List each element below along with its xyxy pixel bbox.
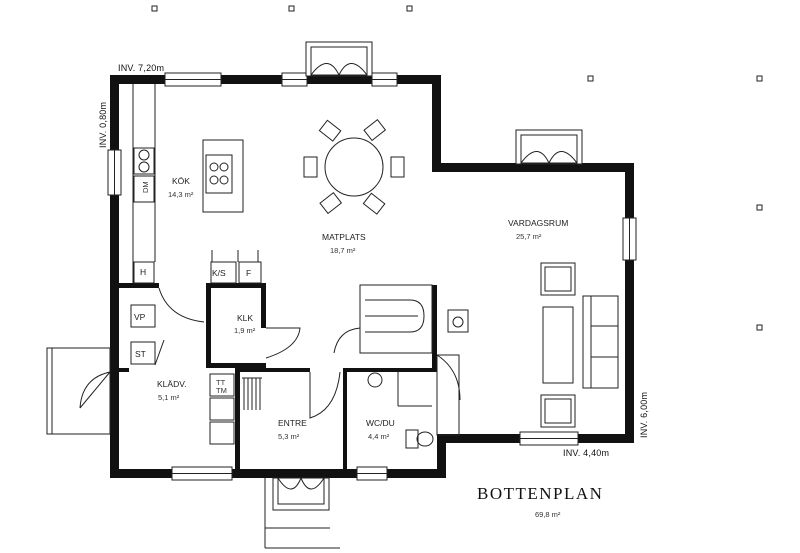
fixture-tt: TT bbox=[216, 378, 226, 387]
interior-walls bbox=[119, 283, 437, 469]
room-klk-name: KLK bbox=[237, 313, 253, 323]
room-klador-area: 5,1 m² bbox=[158, 393, 180, 402]
dimension-right-width: INV. 4,40m bbox=[563, 448, 609, 458]
room-wcdu-area: 4,4 m² bbox=[368, 432, 390, 441]
room-matplats-area: 18,7 m² bbox=[330, 246, 356, 255]
room-wcdu-name: WC/DU bbox=[366, 418, 395, 428]
wc-fixtures bbox=[367, 354, 461, 449]
utility-closets bbox=[210, 250, 262, 284]
fixture-ks: K/S bbox=[212, 268, 226, 278]
front-entrance-porch bbox=[264, 477, 340, 549]
grid-markers bbox=[151, 5, 763, 331]
right-bay-door bbox=[515, 129, 583, 165]
room-vardagsrum-name: VARDAGSRUM bbox=[508, 218, 568, 228]
top-bay-door bbox=[305, 41, 373, 77]
fixture-tm: TM bbox=[216, 386, 227, 395]
room-kok-name: KÖK bbox=[172, 176, 190, 186]
dimension-left-depth: INV. 0,80m bbox=[98, 102, 108, 148]
plan-title: BOTTENPLAN bbox=[477, 484, 603, 503]
fixture-st: ST bbox=[135, 349, 146, 359]
side-porch bbox=[46, 347, 111, 435]
plan-total-area: 69,8 m² bbox=[535, 510, 561, 519]
fixture-f: F bbox=[246, 268, 251, 278]
entre-door bbox=[309, 371, 341, 419]
fixture-dm: DM bbox=[141, 181, 150, 193]
room-vardagsrum-area: 25,7 m² bbox=[516, 232, 542, 241]
klk-door bbox=[265, 327, 301, 359]
fixture-vp: VP bbox=[134, 312, 146, 322]
room-matplats-name: MATPLATS bbox=[322, 232, 366, 242]
living-room-furniture bbox=[447, 262, 619, 428]
room-klk-area: 1,9 m² bbox=[234, 326, 256, 335]
stair-closet bbox=[333, 284, 433, 354]
room-entre-area: 5,3 m² bbox=[278, 432, 300, 441]
room-klador-name: KLÄDV. bbox=[157, 379, 186, 389]
kitchen-fixtures bbox=[132, 84, 244, 284]
fixture-h: H bbox=[140, 267, 146, 277]
laundry-fixtures bbox=[130, 287, 262, 445]
windows bbox=[107, 72, 637, 481]
room-kok-area: 14,3 m² bbox=[168, 190, 194, 199]
dimension-top-width: INV. 7,20m bbox=[118, 63, 164, 73]
room-entre-name: ENTRE bbox=[278, 418, 307, 428]
dining-table bbox=[303, 119, 405, 215]
dimension-right-height: INV. 6,00m bbox=[639, 392, 649, 438]
